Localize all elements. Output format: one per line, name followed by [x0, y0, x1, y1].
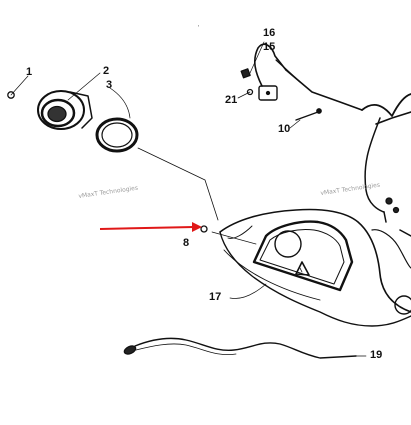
- callout-15: 15: [263, 41, 276, 53]
- callout-1: 1: [26, 66, 33, 78]
- part-17-panel: [211, 220, 354, 299]
- stray-mark: ˌ: [197, 18, 200, 27]
- part-3-bezel-ring: [95, 87, 139, 153]
- callout-17: 17: [209, 291, 222, 303]
- dash-housing: [219, 208, 411, 327]
- callout-21: 21: [225, 94, 238, 106]
- callout-19: 19: [370, 349, 383, 361]
- callout-3: 3: [106, 79, 113, 91]
- part-21-fastener: [237, 88, 254, 99]
- wire-harness-right: [361, 93, 411, 237]
- part-2-gauge: [37, 72, 101, 130]
- callout-8: 8: [183, 237, 190, 249]
- part-8-grommet: [200, 225, 208, 233]
- callout-10: 10: [278, 123, 291, 135]
- callout-2: 2: [103, 65, 110, 77]
- part-19-cable: [123, 337, 367, 359]
- part-10-bolt: [289, 108, 322, 129]
- part-15-bracket: [253, 43, 363, 111]
- callout-16: 16: [263, 27, 276, 39]
- red-arrow-icon: [99, 222, 202, 232]
- part-16-connector: [240, 41, 265, 79]
- part-1-screw: [7, 75, 29, 99]
